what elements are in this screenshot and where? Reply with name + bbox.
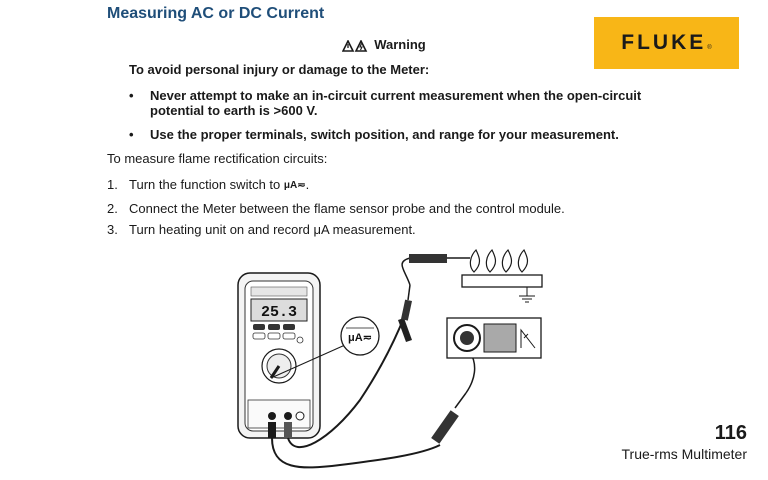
step-number: 2. [107, 201, 118, 216]
bullet-dot: • [129, 88, 134, 103]
logo-text: FLUKE [621, 31, 707, 54]
step-text: Turn heating unit on and record μA measu… [129, 222, 416, 237]
warning-triangle-icon [342, 39, 368, 52]
flame-sensor [409, 254, 543, 303]
step-end: . [305, 177, 310, 192]
page-subtitle: True-rms Multimeter [621, 446, 748, 462]
logo-registered-mark: ® [707, 45, 712, 51]
warning-heading: Warning [0, 37, 768, 52]
step-number: 3. [107, 222, 118, 237]
burner-flames [469, 248, 529, 273]
procedure-step: 2. Connect the Meter between the flame se… [107, 201, 565, 216]
dial-callout-label: μA≂ [348, 332, 372, 344]
meter-display-reading: 25.3 [261, 304, 297, 321]
bullet-dot: • [129, 127, 134, 142]
page-number: 116 [714, 422, 747, 444]
step-number: 1. [107, 177, 118, 192]
step-text: Connect the Meter between the flame sens… [129, 201, 565, 216]
warning-bullet-line: Never attempt to make an in-circuit curr… [150, 88, 642, 103]
probe-to-control-module [431, 351, 476, 444]
microamp-function-symbol: μA≂ [283, 180, 306, 192]
procedure-step: 1. Turn the function switch to μA≂. [107, 177, 309, 192]
warning-label: Warning [374, 37, 426, 52]
multimeter [237, 272, 321, 439]
dial-callout [340, 316, 380, 356]
warning-bullet-line: Use the proper terminals, switch positio… [150, 127, 619, 142]
fluke-logo: FLUKE ® [594, 17, 739, 69]
section-title: Measuring AC or DC Current [107, 5, 325, 22]
procedure-intro: To measure flame rectification circuits: [107, 151, 328, 166]
control-module [446, 317, 542, 359]
step-text: Turn the function switch to [129, 177, 281, 192]
probe-to-flame-sensor [398, 257, 412, 342]
warning-intro: To avoid personal injury or damage to th… [129, 62, 430, 77]
warning-bullet-line: potential to earth is >600 V. [150, 103, 318, 118]
procedure-step: 3. Turn heating unit on and record μA mea… [107, 222, 416, 237]
